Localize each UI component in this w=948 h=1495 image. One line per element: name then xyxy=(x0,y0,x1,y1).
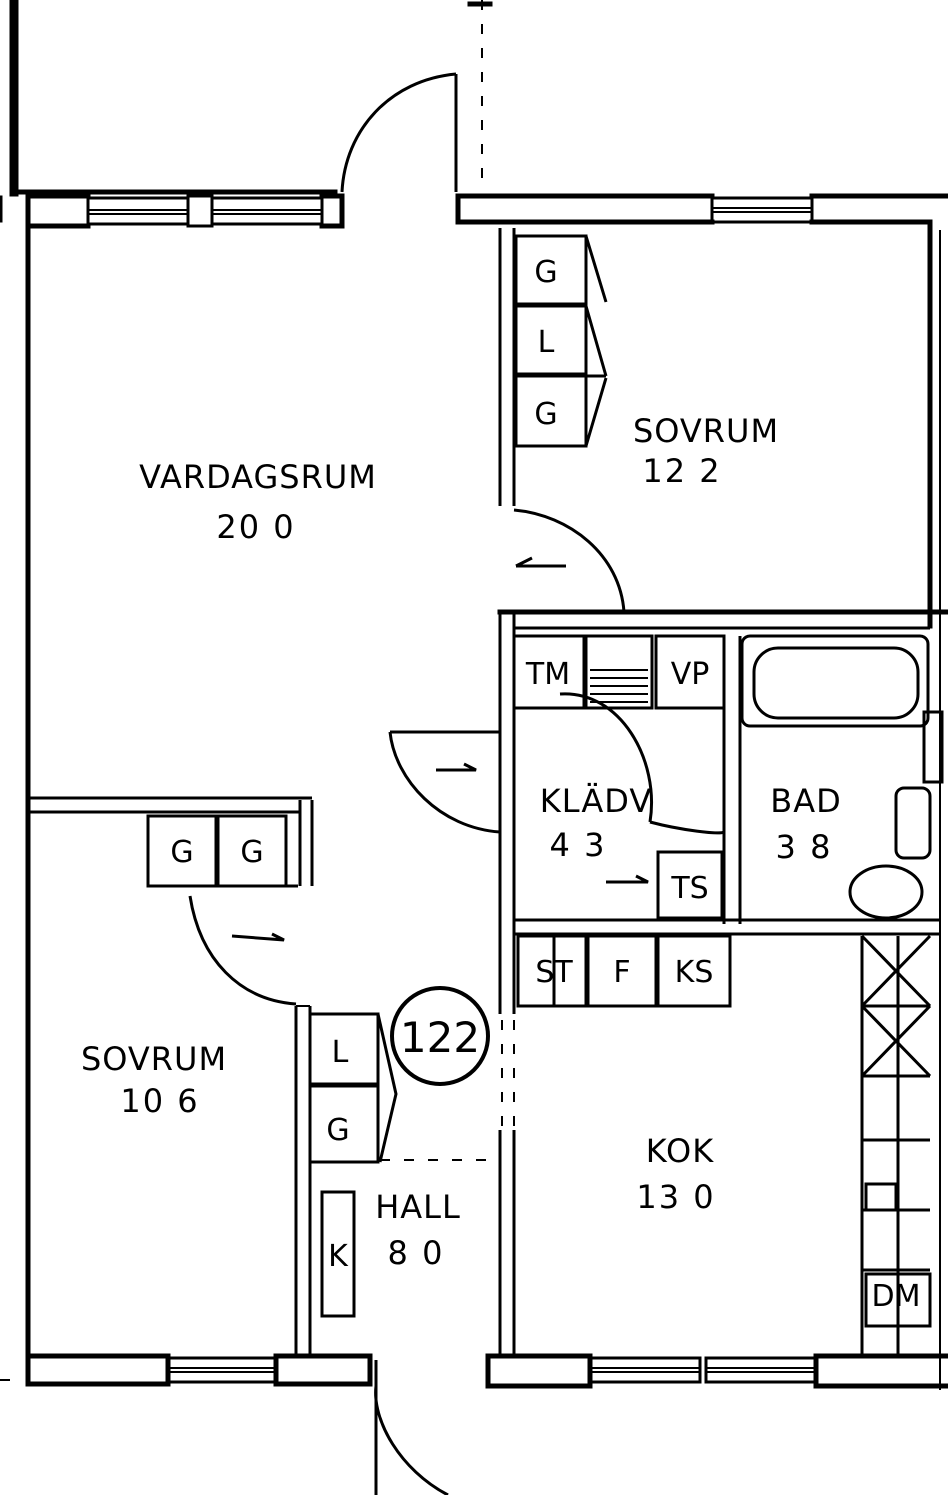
kitchen-name: KOK xyxy=(646,1132,714,1170)
wardrobe-label: G xyxy=(240,835,263,870)
plan-number: 122 xyxy=(400,1013,480,1062)
bath-area: 3 8 xyxy=(776,828,833,866)
bedroom-1-area: 12 2 xyxy=(642,452,721,490)
wardrobes-bedroom-2 xyxy=(146,814,298,888)
closet-name: KLÄDV xyxy=(540,782,652,820)
freezer-label: F xyxy=(613,955,630,990)
water-heater-label: VP xyxy=(671,657,710,692)
washing-machine-label: TM xyxy=(525,657,570,692)
wardrobe-label: G xyxy=(326,1113,349,1148)
stove-label: ST xyxy=(535,955,573,990)
fixture-labels: G L G G G L G K TM VP TS ST F KS DM xyxy=(170,255,920,1314)
wardrobe-label: G xyxy=(534,397,557,432)
plan-number-badge: 122 xyxy=(390,986,490,1086)
doors xyxy=(188,72,725,1495)
living-room-name: VARDAGSRUM xyxy=(139,458,377,496)
room-labels: VARDAGSRUM 20 0 SOVRUM 12 2 SOVRUM 10 6 … xyxy=(81,412,841,1272)
wardrobes-hall xyxy=(308,1012,490,1318)
living-room-area: 20 0 xyxy=(216,508,295,546)
hall-name: HALL xyxy=(375,1188,461,1226)
bedroom-2-name: SOVRUM xyxy=(81,1040,227,1078)
linen-label: L xyxy=(538,325,555,360)
coat-closet-label: K xyxy=(328,1239,349,1274)
fridge-label: KS xyxy=(675,955,714,990)
wardrobes-bedroom-1 xyxy=(514,234,608,448)
closet-fixtures xyxy=(512,634,726,920)
wardrobe-label: G xyxy=(170,835,193,870)
dryer-label: TS xyxy=(670,871,708,906)
wardrobe-label: G xyxy=(534,255,557,290)
dishwasher-label: DM xyxy=(872,1279,921,1314)
bedroom-2-area: 10 6 xyxy=(120,1082,199,1120)
closet-area: 4 3 xyxy=(550,826,607,864)
kitchen-area: 13 0 xyxy=(636,1178,715,1216)
balcony-outline xyxy=(9,0,493,197)
bedroom-1-name: SOVRUM xyxy=(633,412,779,450)
bathroom-fixtures xyxy=(740,634,944,920)
exterior-walls xyxy=(0,193,948,1390)
kitchen-fixtures xyxy=(516,934,932,1356)
bath-name: BAD xyxy=(770,782,841,820)
linen-label: L xyxy=(332,1035,349,1070)
hall-area: 8 0 xyxy=(388,1234,445,1272)
